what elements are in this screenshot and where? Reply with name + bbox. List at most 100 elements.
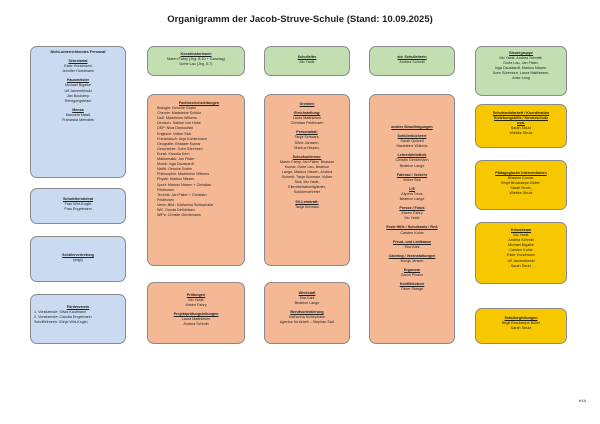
person: Christian Feldhusen — [290, 121, 324, 126]
person: Wiebke Strutz — [509, 131, 533, 136]
fachbereiche-box: Fachbereichsleitungen Biologie: Gesche G… — [147, 94, 245, 266]
koordination-box: Koordinatorinnen Maren Fabry (Jhg. 8-10 … — [147, 46, 245, 76]
section-title: Gleichstellung: — [293, 111, 321, 116]
person: Monja Jansen — [400, 258, 424, 263]
section-title: Presse / Fotos — [399, 206, 425, 211]
steuergruppe-box: Steuergruppe Mo Yanik, Andrea Schmitt, D… — [475, 46, 567, 96]
fach-item: Philosophie: Madeleine Wilkens — [157, 172, 210, 177]
fach-item: Geschichte: Sven Sörensen — [157, 146, 203, 151]
person: Maren Fabry — [185, 303, 207, 308]
person: Schriftführerin: Sünje Wirt-Koglin — [34, 320, 88, 325]
person: Reinigungsteam — [64, 98, 92, 103]
person: Inga Dauskardt, Markus Nissen, — [494, 66, 548, 71]
fach-item: Sport: Markus Nissen + Christian — [157, 182, 211, 187]
fach-item: Kunst: Klaudia Kern — [157, 151, 190, 156]
person: Frau Wirt-Koglin — [64, 202, 92, 207]
schulleiter-box: Schulleiter Mo Yanik — [264, 46, 350, 76]
fach-item: Biologie: Gesche Grahn — [157, 106, 197, 111]
person: Schmitt, Tanja Schwarz, Volker — [281, 175, 333, 180]
section-title: Lehrerbibliothek — [397, 153, 427, 158]
person: Carsten Kuhtz — [400, 230, 424, 235]
beauftragungen-box: andere Beauftragungen Schülerbücherei Sa… — [369, 94, 455, 344]
person: Andrea Schmitt — [183, 322, 209, 327]
werkstatt-box: Werkstatt Eka Kahl Beatrice Lange Berufs… — [264, 282, 350, 344]
fach-item: Geografie: Bhasker Kumar — [157, 141, 201, 146]
person: Eka Kahl — [299, 296, 315, 301]
person: Madeleine Wilkens — [396, 144, 428, 149]
section-title: Ergonom — [403, 267, 421, 272]
paed-interventionen-title: Pädagogische Interventionen — [495, 171, 547, 175]
person: Sarah Strutz — [510, 126, 532, 131]
person: Birgit Brocksiepe-Böller — [501, 321, 541, 326]
fach-item: Verbr.-Bild.: Katharina Schlephake — [157, 202, 214, 207]
fach-item: Englisch: Volker Sick — [157, 131, 192, 136]
fach-item: Physik: Markus Nissen — [157, 177, 195, 182]
fach-item: WiPo: Christin Gerdemann — [157, 213, 201, 218]
person: Sick, Mo Yanik, — [294, 180, 320, 185]
section-title: Schülerbücherei — [397, 134, 427, 139]
personal-box: Nicht-unterrichtendes Personal Sekretari… — [30, 46, 126, 178]
person: (folgt) — [73, 258, 83, 263]
person: Dorte Lau (Jhg. 5-7) — [179, 62, 213, 67]
person: Schülervertreter — [293, 190, 321, 195]
foerderverein-box: Förderverein 1. Vorsitzende: Silvia Kauf… — [30, 294, 126, 344]
person: Laura Matthiesen — [292, 116, 322, 121]
person: Sarah Strutz — [510, 326, 532, 331]
elternbeirat-title: Schulelternbeirat — [62, 197, 94, 201]
elternbeirat-box: Schulelternbeirat Frau Wirt-Koglin Frau … — [30, 188, 126, 224]
fach-item: Feldhusen — [157, 197, 175, 202]
section-title: Personalrat: — [296, 130, 318, 135]
person: Maren Fabry — [401, 211, 423, 216]
section-title: Konfliktlotsen — [399, 282, 425, 287]
gremien-title: Gremien — [299, 102, 315, 106]
person: Andrea Schmitt — [508, 238, 534, 243]
group-title: Sekretariat — [68, 59, 88, 64]
krisenteam-box: Krisenteam Mo Yanik Andrea Schmitt Micha… — [475, 222, 567, 284]
person: Elternbeiratsmitglieder, — [288, 185, 326, 190]
beauftragungen-title: andere Beauftragungen — [391, 125, 433, 129]
person: 2. Vorsitzende: Claudia Engelmann — [34, 315, 92, 320]
personal-heading: Nicht-unterrichtendes Personal — [50, 50, 106, 54]
stv-schulleiterin-box: stv. Schulleiterin Andrea Schmitt — [369, 46, 455, 76]
page-title: Organigramm der Jacob-Struve-Schule (Sta… — [167, 14, 433, 25]
person: Volker Sick — [402, 177, 422, 182]
section-title: Projektprüfungsleitungen — [173, 312, 219, 317]
footer-mark: #YA — [578, 398, 586, 403]
person: Wiebke Strutz — [509, 191, 533, 196]
section-title: Werkstatt — [298, 291, 316, 295]
fach-item: Chemie: Madeleine Schütz — [157, 111, 202, 116]
person: Maren Fabry, Jan Fister, Bhasker — [279, 159, 335, 164]
person: Ester Horstmann — [507, 253, 535, 258]
person: Oliver Stange — [400, 287, 424, 292]
section-title: Erste Hilfe / Schulsanis / ReA — [386, 225, 438, 230]
person: Michael Bigalke — [508, 243, 534, 248]
person: Jennifer Horstmann — [61, 69, 95, 74]
krisenteam-title: Krisenteam — [510, 228, 532, 232]
group-title: Hausmeister — [66, 78, 90, 83]
fach-item: Feldhusen — [157, 187, 175, 192]
person: Manuela Maaß — [65, 112, 91, 117]
person: Beatrice Lange — [399, 197, 425, 202]
person: Michael Bigalke — [65, 83, 91, 88]
person: Agentur für Arbeit – Stephan Saß — [279, 320, 335, 325]
person: Mo Yanik, Andrea Schmitt, — [499, 56, 543, 61]
koordination-title: Koordinatorinnen — [180, 52, 212, 56]
schulleiter-title: Schulleiter — [297, 55, 317, 59]
person: Beatrice Lange — [399, 163, 425, 168]
section-title: Schulkonferenz: — [292, 154, 322, 159]
fach-item: Technik: Jan Fister + Christian — [157, 192, 207, 197]
foerderverein-title: Förderverein — [66, 305, 90, 309]
person: Alyona Treus — [401, 191, 423, 196]
person: Bhasker Kumar, — [507, 176, 535, 181]
section-title: Freud- und Leidkasse — [392, 239, 432, 244]
fach-item: Musik: Inga Dauskardt — [157, 162, 194, 167]
schulsozialarbeit-title: Schulsozialarbeit / Koordination Erziehu… — [492, 111, 550, 121]
section-title: Fahrrad / Verkehr — [396, 172, 428, 177]
person: Ulf Jarzembinski — [64, 88, 92, 93]
fach-item: Deutsch: Sabine von Hobe — [157, 121, 201, 126]
fach-item: Mathematik: Jan Fister — [157, 157, 195, 162]
fach-item: WK: Gunda Dethlefsen — [157, 207, 195, 212]
section-title: SV-Lehrkraft: — [295, 199, 319, 204]
fach-item: DSP: Nina Dankowski — [157, 126, 194, 131]
person: Sarah Pisano — [400, 273, 424, 278]
